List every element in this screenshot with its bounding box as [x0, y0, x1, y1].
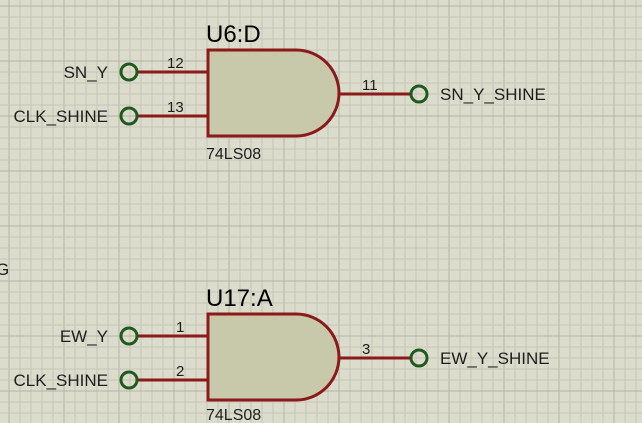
gate-part-number: 74LS08 [206, 407, 261, 423]
terminal-icon[interactable] [409, 348, 429, 368]
input-net-label: SN_Y [64, 63, 108, 82]
gate-reference: U17:A [206, 285, 273, 312]
pin-number: 13 [167, 99, 184, 116]
output-terminal-sn-y-shine[interactable]: SN_Y_SHINE 11 [339, 77, 546, 104]
pin-number: 3 [362, 341, 370, 358]
pin-number: 1 [176, 319, 184, 336]
input-terminal-clk-shine[interactable]: CLK_SHINE 13 [14, 99, 208, 126]
and-gate-u17a[interactable]: U17:A 74LS08 EW_Y 1 CLK_SHINE 2 EW_Y_SHI… [14, 285, 550, 423]
input-net-label: EW_Y [60, 327, 108, 346]
input-net-label: CLK_SHINE [14, 371, 108, 390]
terminal-icon[interactable] [119, 370, 139, 390]
input-net-label: CLK_SHINE [14, 107, 108, 126]
output-net-label: EW_Y_SHINE [440, 349, 550, 368]
terminal-icon[interactable] [409, 84, 429, 104]
input-terminal-ew-y[interactable]: EW_Y 1 [60, 319, 208, 346]
terminal-icon[interactable] [119, 106, 139, 126]
pin-number: 12 [167, 55, 184, 72]
and-gate-u6d[interactable]: U6:D 74LS08 SN_Y 12 CLK_SHINE 13 SN_Y_SH… [14, 21, 546, 163]
input-terminal-sn-y[interactable]: SN_Y 12 [64, 55, 208, 82]
terminal-icon[interactable] [119, 326, 139, 346]
and-gate-body[interactable] [206, 312, 341, 402]
and-gate-body[interactable] [206, 48, 341, 138]
gate-reference: U6:D [206, 21, 261, 48]
pin-number: 11 [362, 77, 378, 94]
stray-label: G [0, 260, 9, 279]
terminal-icon[interactable] [119, 62, 139, 82]
pin-number: 2 [176, 363, 184, 380]
output-terminal-ew-y-shine[interactable]: EW_Y_SHINE 3 [339, 341, 550, 368]
gate-part-number: 74LS08 [206, 146, 261, 163]
output-net-label: SN_Y_SHINE [440, 85, 546, 104]
input-terminal-clk-shine[interactable]: CLK_SHINE 2 [14, 363, 208, 390]
